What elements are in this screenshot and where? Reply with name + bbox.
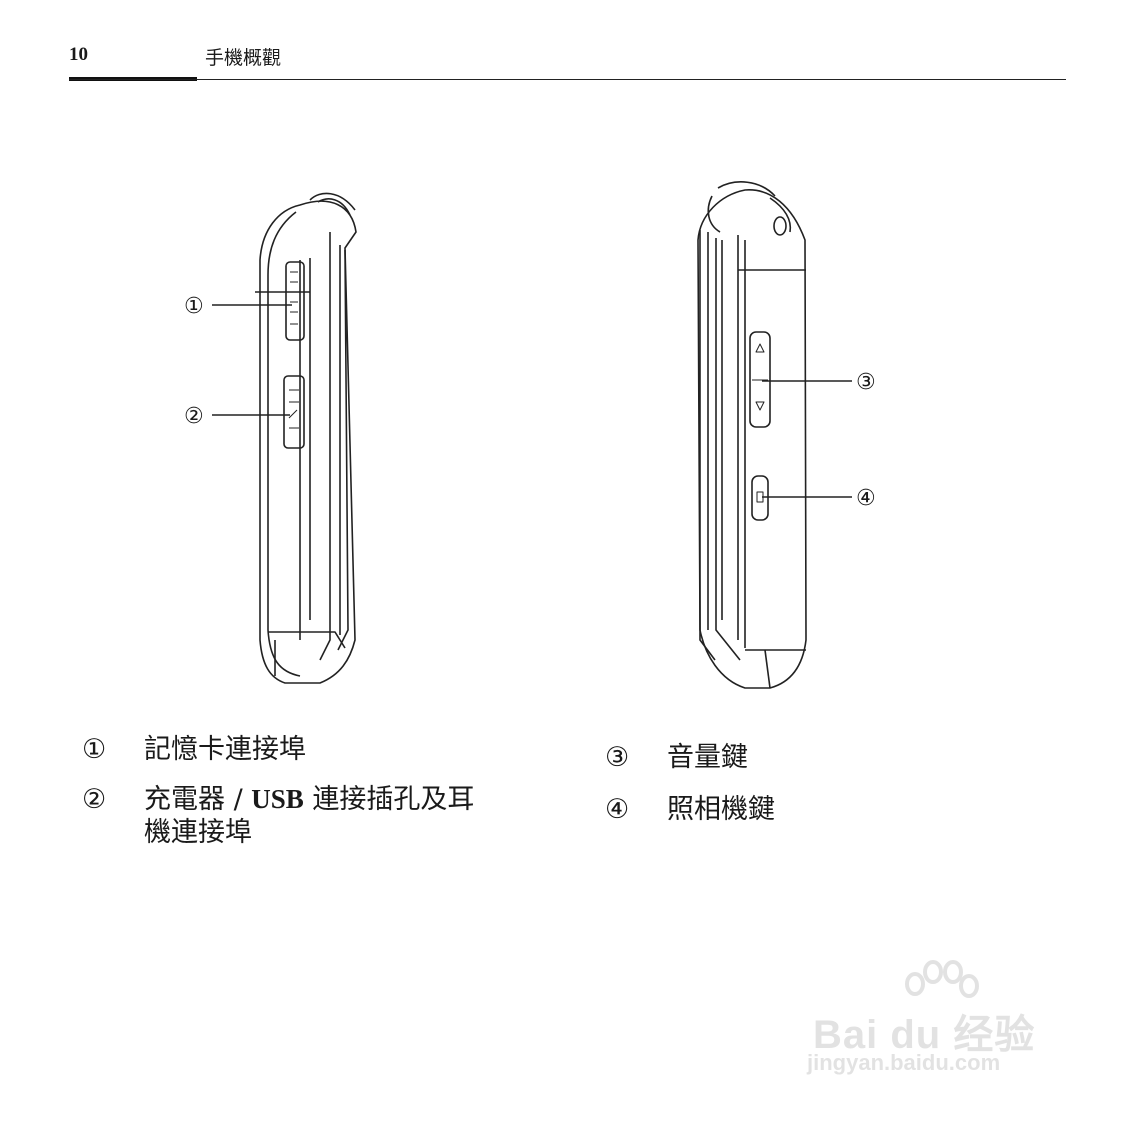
callout-label-2: ② <box>184 404 204 429</box>
legend-text: 照相機鍵 <box>667 794 775 825</box>
legend-number: ② <box>82 784 107 815</box>
page-number: 10 <box>69 44 88 65</box>
watermark-url: jingyan.baidu.com <box>807 1050 1001 1075</box>
watermark: Bai du 经验 jingyan.baidu.com <box>805 960 1065 1085</box>
legend-text: 音量鍵 <box>667 742 748 773</box>
callout-label-1: ① <box>184 294 204 319</box>
callout-label-4: ④ <box>856 486 876 511</box>
legend-text: 充電器 / USB 連接插孔及耳 機連接埠 <box>144 784 475 848</box>
phone-right-side-drawing <box>697 181 807 689</box>
legend-number: ③ <box>605 742 630 773</box>
legend-number: ① <box>82 734 107 765</box>
watermark-brand: Bai du 经验 <box>813 1013 1036 1057</box>
header-title: 手機概觀 <box>205 47 282 69</box>
legend-number: ④ <box>605 794 630 825</box>
callout-label-3: ③ <box>856 370 876 395</box>
header-rule <box>69 79 1066 80</box>
phone-left-side-drawing <box>255 192 357 684</box>
paw-icon <box>905 960 979 998</box>
legend-text: 記憶卡連接埠 <box>144 734 306 765</box>
